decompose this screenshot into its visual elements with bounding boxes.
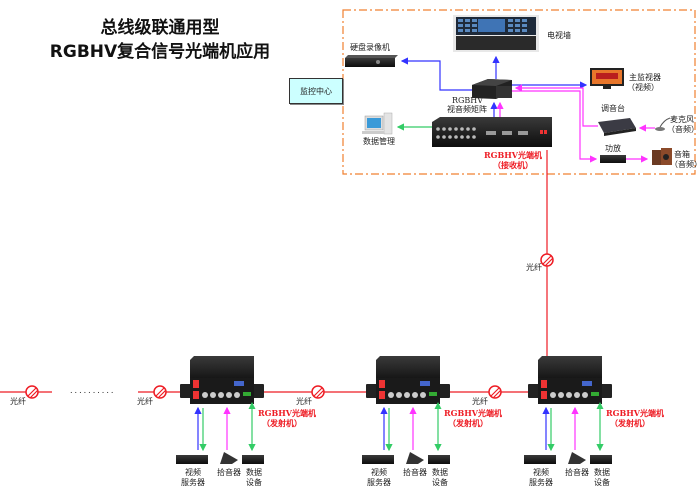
transmitter-label-line2: （发射机） xyxy=(262,418,302,428)
chain-ellipsis: .......... xyxy=(70,386,116,395)
tv-wall-label: 电视墙 xyxy=(547,31,571,40)
receiver-label-line2: （接收机） xyxy=(493,160,533,170)
matrix-label-line1: RGBHV xyxy=(452,96,484,105)
microphone-icon xyxy=(655,117,671,131)
tv-wall-icon xyxy=(453,15,539,52)
video-server-label-line1: 视频 xyxy=(185,468,201,477)
fiber-coupler-icon xyxy=(311,385,325,399)
fiber-coupler-icon xyxy=(153,385,167,399)
fiber-coupler-icon xyxy=(488,385,502,399)
pickup-microphone-icon xyxy=(220,452,238,464)
transmitter-label-line1: RGBHV光端机 xyxy=(444,408,503,418)
transmitter-label-line2: （发射机） xyxy=(448,418,488,428)
dvr-label: 硬盘录像机 xyxy=(350,43,390,52)
data-device-icon xyxy=(428,455,450,464)
video-server-label-line1: 视频 xyxy=(533,468,549,477)
fiber-label: 光纤 xyxy=(526,263,542,272)
transmitter-optical-transceiver-icon xyxy=(366,356,450,404)
monitor-label-line1: 主监视器 xyxy=(629,73,661,82)
video-server-icon xyxy=(176,455,208,464)
video-server-label-line1: 视频 xyxy=(371,468,387,477)
pickup-label: 拾音器 xyxy=(565,468,589,477)
matrix-icon xyxy=(472,79,512,99)
mixer-label: 调音台 xyxy=(601,104,625,113)
amplifier-label: 功放 xyxy=(605,144,621,153)
video-link-matrix-dvr xyxy=(400,57,472,91)
main-monitor-icon xyxy=(590,68,624,89)
audio-link-mixer-matrix xyxy=(514,84,598,127)
mixer-icon xyxy=(598,118,636,136)
transmitter-node-2 xyxy=(362,356,450,464)
speaker-label-line1: 音箱 xyxy=(674,150,690,159)
fiber-label: 光纤 xyxy=(472,397,488,406)
transmitter-label-line1: RGBHV光端机 xyxy=(606,408,665,418)
mic-label-line2: （音频） xyxy=(667,125,699,134)
data-device-label-line1: 数据 xyxy=(432,468,448,477)
data-device-label-line1: 数据 xyxy=(594,468,610,477)
pickup-microphone-icon xyxy=(406,452,424,464)
speaker-label-line2: （音频） xyxy=(670,160,700,169)
control-center-box: 监控中心 xyxy=(289,78,343,104)
fiber-label: 光纤 xyxy=(10,397,26,406)
data-device-label-line2: 设备 xyxy=(246,478,262,487)
fiber-coupler-icon xyxy=(540,253,554,267)
audio-link-matrix-amplifier xyxy=(512,90,598,163)
video-server-label-line2: 服务器 xyxy=(181,478,205,487)
control-center-boundary xyxy=(342,9,696,175)
diagram-title-line1: 总线级联通用型 xyxy=(100,18,220,38)
transmitter-node-1 xyxy=(176,356,264,464)
data-device-icon xyxy=(590,455,612,464)
transmitter-optical-transceiver-icon xyxy=(180,356,264,404)
pickup-label: 拾音器 xyxy=(403,468,427,477)
video-server-icon xyxy=(524,455,556,464)
data-device-label-line2: 设备 xyxy=(432,478,448,487)
fiber-coupler-icon xyxy=(25,385,39,399)
diagram-title-line2: RGBHV复合信号光端机应用 xyxy=(49,42,271,62)
speaker-icon xyxy=(652,148,672,165)
receiver-label-line1: RGBHV光端机 xyxy=(483,150,542,160)
amplifier-icon xyxy=(600,155,626,163)
transmitter-node-3 xyxy=(524,356,612,464)
fiber-label: 光纤 xyxy=(137,397,153,406)
fiber-label: 光纤 xyxy=(296,397,312,406)
pickup-microphone-icon xyxy=(568,452,586,464)
video-server-label-line2: 服务器 xyxy=(529,478,553,487)
transmitter-optical-transceiver-icon xyxy=(528,356,612,404)
pickup-label: 拾音器 xyxy=(217,468,241,477)
matrix-label-line2: 视音频矩阵 xyxy=(447,105,487,114)
transmitter-label-line1: RGBHV光端机 xyxy=(258,408,317,418)
data-device-label-line1: 数据 xyxy=(246,468,262,477)
receiver-optical-transceiver-icon xyxy=(432,117,552,147)
dvr-icon xyxy=(345,55,398,67)
video-server-label-line2: 服务器 xyxy=(367,478,391,487)
monitor-label-line2: （视频） xyxy=(627,83,659,92)
data-device-icon xyxy=(242,455,264,464)
mic-label-line1: 麦克风 xyxy=(670,115,694,124)
data-management-pc-icon xyxy=(362,112,393,135)
data-management-label: 数据管理 xyxy=(363,137,395,146)
video-server-icon xyxy=(362,455,394,464)
data-device-label-line2: 设备 xyxy=(594,478,610,487)
transmitter-label-line2: （发射机） xyxy=(610,418,650,428)
